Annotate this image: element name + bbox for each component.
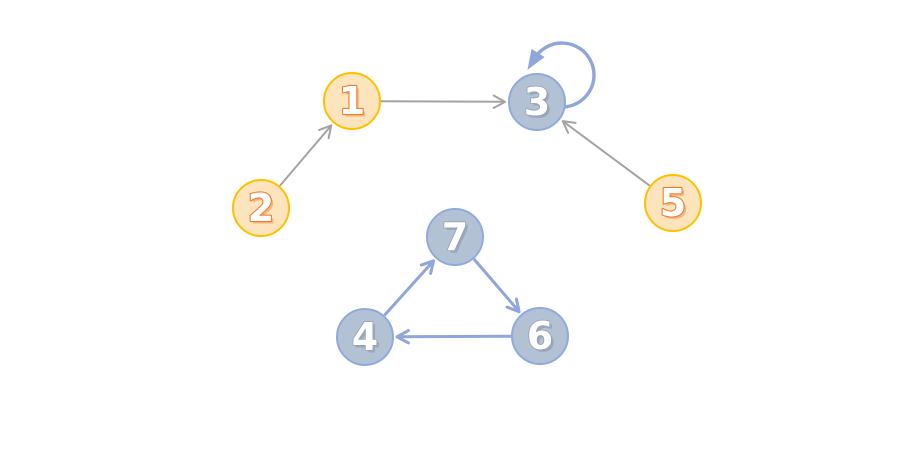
node-layer: 11 22 33 55 77 44 66 (232, 72, 702, 366)
edge-4-7 (383, 259, 435, 317)
node-3-circle (508, 73, 566, 131)
node-3: 33 (508, 73, 566, 131)
node-3-label-shadow: 3 (526, 83, 552, 127)
node-1-label: 1 (339, 79, 365, 123)
edge-7-6 (472, 258, 521, 313)
node-6-circle (511, 307, 569, 365)
edge-6-4 (396, 334, 512, 339)
node-6: 66 (511, 307, 569, 365)
node-4-circle (336, 308, 394, 366)
node-2-circle (232, 179, 290, 237)
edge-1-3 (380, 100, 506, 103)
node-7-label: 7 (442, 215, 468, 259)
node-5-label: 5 (660, 181, 686, 225)
arrowhead-1-3 (492, 94, 507, 109)
node-5-label-shadow: 5 (662, 184, 688, 228)
node-3-label: 3 (524, 80, 550, 124)
node-2: 22 (232, 179, 290, 237)
node-6-label: 6 (527, 314, 553, 358)
node-7-circle (426, 208, 484, 266)
edge-5-3 (562, 120, 651, 187)
node-4-label-shadow: 4 (354, 318, 380, 362)
arrowhead-5-3 (561, 120, 577, 134)
node-1-circle (323, 72, 381, 130)
node-5-circle (644, 174, 702, 232)
arrowhead-layer (318, 48, 577, 345)
arrowhead-6-4 (395, 329, 410, 345)
node-1: 11 (323, 72, 381, 130)
arrowhead-2-1 (318, 124, 333, 140)
node-1-label-shadow: 1 (341, 82, 367, 126)
arrowhead-7-6 (505, 297, 521, 314)
edge-2-1 (279, 124, 333, 187)
arrowhead-3-3 (527, 48, 545, 70)
arrowhead-4-7 (419, 259, 436, 275)
node-4-label: 4 (352, 315, 378, 359)
node-7-label-shadow: 7 (444, 218, 470, 262)
edge-3-3-self-loop (533, 41, 596, 109)
node-6-label-shadow: 6 (529, 317, 555, 361)
node-2-label-shadow: 2 (250, 189, 276, 233)
node-2-label: 2 (248, 186, 274, 230)
edge-layer (279, 41, 651, 339)
node-5: 55 (644, 174, 702, 232)
node-7: 77 (426, 208, 484, 266)
node-4: 44 (336, 308, 394, 366)
